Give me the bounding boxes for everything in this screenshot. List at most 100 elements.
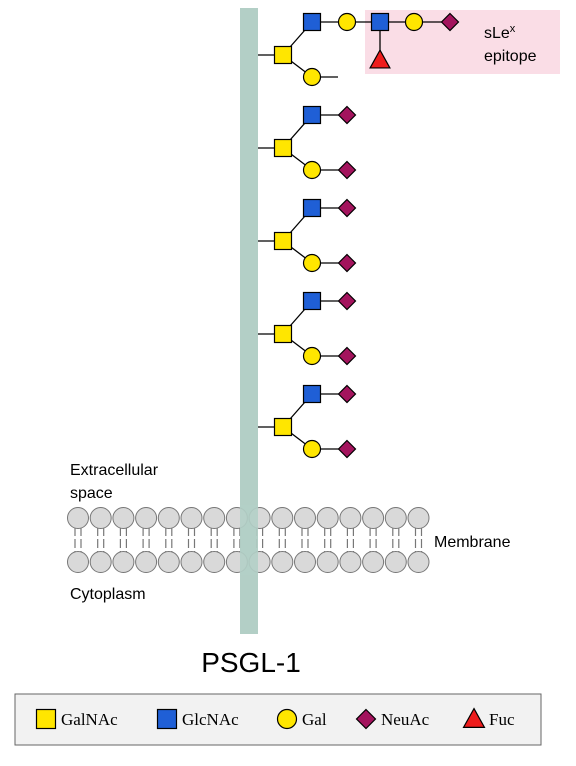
lipid-head-outer (339, 507, 362, 529)
lipid-head-outer (407, 507, 430, 529)
phospholipid (407, 507, 430, 573)
lipid-head-outer (271, 507, 294, 529)
phospholipid (180, 507, 203, 573)
lipid-head-inner (407, 551, 430, 573)
phospholipid (339, 507, 362, 573)
fuc-triangle-icon (462, 707, 486, 728)
phospholipid (67, 507, 89, 573)
legend: GalNAc GlcNAc Gal NeuAc Fuc (35, 707, 515, 730)
neuac-diamond-icon (355, 708, 377, 730)
epitope-label-superscript: x (510, 23, 516, 35)
phospholipid (271, 507, 294, 573)
glycan-chain-3 (258, 198, 357, 273)
legend-item-gal: Gal (276, 708, 327, 730)
gal-circle-icon (302, 346, 322, 366)
phospholipid (362, 507, 385, 573)
galnac-square-icon (273, 231, 293, 251)
gal-circle-icon (276, 708, 298, 730)
glycan-chain-5 (258, 384, 357, 459)
legend-item-neuac: NeuAc (355, 708, 430, 730)
fuc-triangle-icon (369, 48, 391, 69)
neuac-diamond-icon (337, 346, 357, 366)
lipid-head-inner (89, 551, 112, 573)
lipid-head-inner (67, 551, 89, 573)
neuac-diamond-icon (337, 439, 357, 459)
lipid-head-outer (316, 507, 339, 529)
glycan-chain-1 (258, 12, 460, 87)
gal-circle-icon (302, 439, 322, 459)
phospholipid (384, 507, 407, 573)
neuac-diamond-icon (337, 160, 357, 180)
neuac-diamond-icon (337, 105, 357, 125)
phospholipid (157, 507, 180, 573)
neuac-diamond-icon (337, 291, 357, 311)
lipid-head-outer (135, 507, 158, 529)
galnac-square-icon (273, 324, 293, 344)
glcnac-square-icon (302, 12, 322, 32)
gal-circle-icon (404, 12, 424, 32)
glcnac-square-icon (370, 12, 390, 32)
epitope-label-line2: epitope (484, 48, 537, 65)
glycan-chain-4 (258, 291, 357, 366)
glycan-chains (258, 12, 460, 459)
cytoplasm-label: Cytoplasm (70, 586, 146, 603)
extracellular-label-line2: space (70, 485, 113, 502)
lipid-head-inner (316, 551, 339, 573)
legend-label: GlcNAc (182, 710, 239, 729)
phospholipid (203, 507, 226, 573)
neuac-diamond-icon (337, 384, 357, 404)
gal-circle-icon (337, 12, 357, 32)
lipid-head-inner (271, 551, 294, 573)
lipid-head-inner (203, 551, 226, 573)
legend-item-fuc: Fuc (462, 707, 515, 729)
membrane-label: Membrane (434, 534, 511, 551)
lipid-head-inner (157, 551, 180, 573)
galnac-square-icon (273, 45, 293, 65)
epitope-label: sLex (484, 23, 516, 42)
neuac-diamond-icon (337, 253, 357, 273)
galnac-square-icon (273, 417, 293, 437)
lipid-head-outer (362, 507, 385, 529)
psgl1-transmembrane-segment (240, 505, 258, 575)
legend-item-glcnac: GlcNAc (156, 708, 239, 730)
legend-item-galnac: GalNAc (35, 708, 118, 730)
epitope-label-main: sLe (484, 25, 510, 42)
glcnac-square-icon (156, 708, 178, 730)
phospholipid (316, 507, 339, 573)
galnac-square-icon (35, 708, 57, 730)
extracellular-label-line1: Extracellular (70, 462, 159, 479)
legend-label: Fuc (489, 710, 515, 729)
psgl1-protein-bar (240, 8, 258, 634)
neuac-diamond-icon (337, 198, 357, 218)
gal-circle-icon (302, 253, 322, 273)
galnac-square-icon (273, 138, 293, 158)
lipid-head-inner (362, 551, 385, 573)
legend-label: NeuAc (381, 710, 430, 729)
protein-name-label: PSGL-1 (201, 647, 301, 678)
lipid-bilayer (67, 505, 430, 575)
lipid-head-outer (112, 507, 135, 529)
phospholipid (294, 507, 316, 573)
glycan-chain-2 (258, 105, 357, 180)
glcnac-square-icon (302, 198, 322, 218)
lipid-head-outer (180, 507, 203, 529)
epitope-highlight-box (365, 10, 560, 74)
lipid-head-outer (294, 507, 316, 529)
lipid-head-inner (135, 551, 158, 573)
lipid-head-inner (294, 551, 316, 573)
lipid-head-outer (203, 507, 226, 529)
gal-circle-icon (302, 67, 322, 87)
lipid-head-outer (89, 507, 112, 529)
neuac-diamond-icon (440, 12, 460, 32)
lipid-head-outer (384, 507, 407, 529)
phospholipid (135, 507, 158, 573)
phospholipid (89, 507, 112, 573)
lipid-head-inner (112, 551, 135, 573)
phospholipid (112, 507, 135, 573)
legend-label: Gal (302, 710, 327, 729)
lipid-head-outer (157, 507, 180, 529)
lipid-head-inner (339, 551, 362, 573)
glcnac-square-icon (302, 384, 322, 404)
gal-circle-icon (302, 160, 322, 180)
